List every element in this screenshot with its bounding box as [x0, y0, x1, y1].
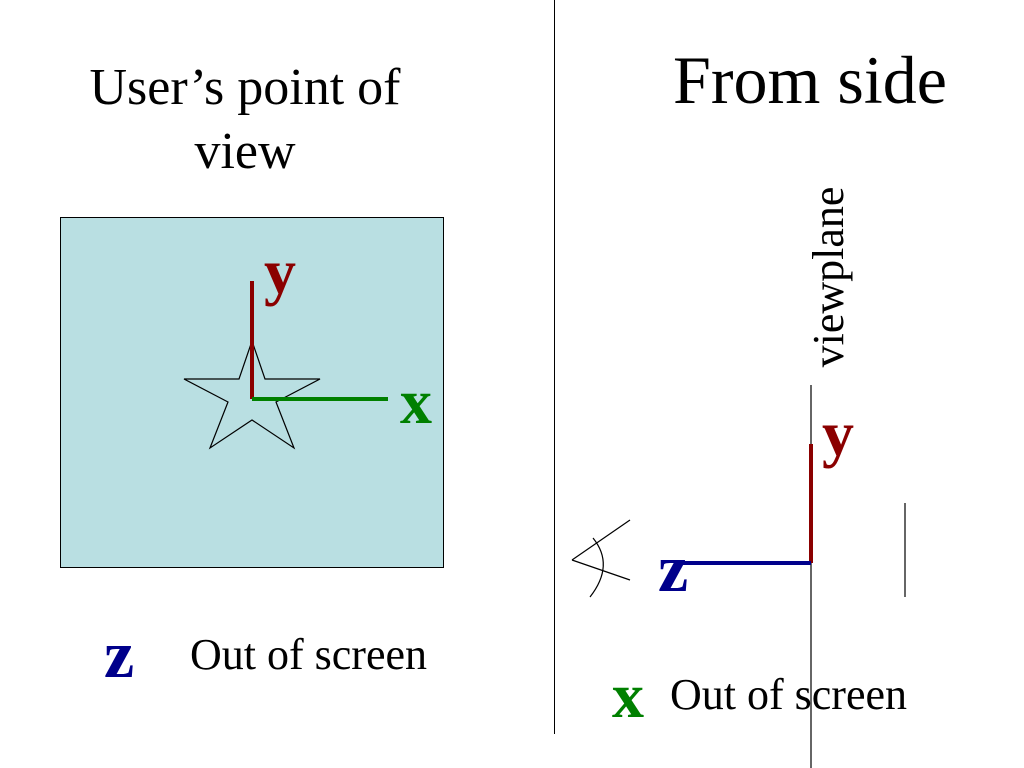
left-z-axis-label: z [104, 616, 135, 692]
left-z-caption: Out of screen [190, 630, 428, 679]
right-z-axis-label: z [658, 530, 689, 606]
viewplane-label: viewplane [804, 186, 853, 368]
eye-icon [571, 519, 631, 598]
side-view-title: From side [673, 42, 947, 118]
right-y-axis-label: y [822, 398, 854, 469]
left-y-axis-label: y [264, 236, 296, 307]
right-x-caption: Out of screen [670, 670, 908, 719]
star-icon [183, 339, 321, 450]
left-x-axis-label: x [400, 366, 432, 437]
right-x-axis-label: x [612, 660, 644, 731]
user-view-title: User’s point of view [89, 59, 401, 180]
panel-divider [554, 0, 555, 734]
